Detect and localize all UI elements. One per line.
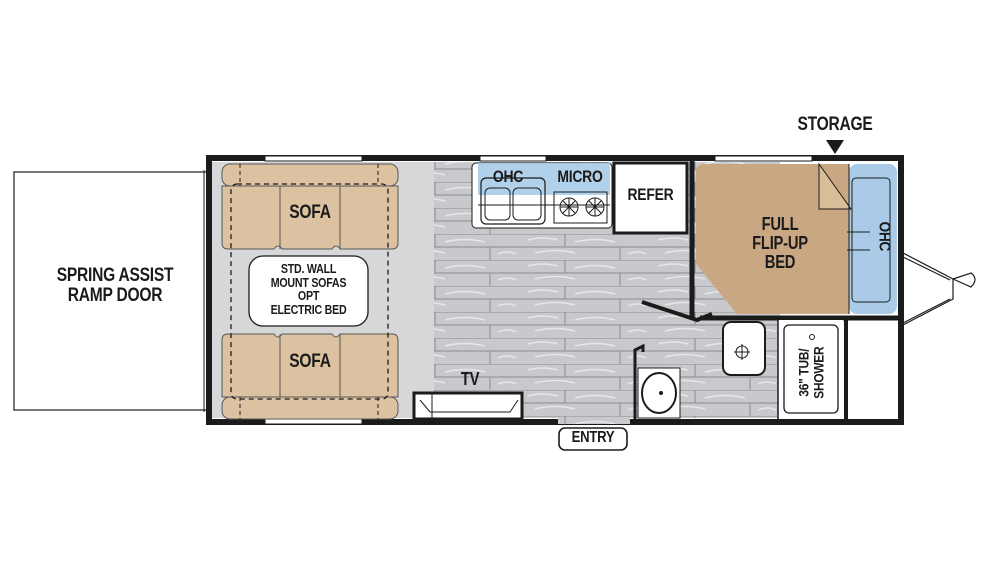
bed-label: FULL FLIP-UP BED [739,215,821,272]
refer-label: REFER [627,185,674,204]
microwave-label: MICRO [557,167,603,186]
ramp-door-line2: RAMP DOOR [67,284,163,306]
shower-line1: 36" TUB/ [795,348,812,397]
shower-label: 36" TUB/ SHOWER [795,334,826,411]
sofa-top-label: SOFA [289,202,331,223]
hitch [902,252,976,326]
ramp-door-line1: SPRING ASSIST [56,265,174,286]
sofa-top-shape [221,163,399,250]
ramp-door-label: SPRING ASSIST RAMP DOOR [45,266,184,306]
bedroom-ohc-label: OHC [875,221,893,252]
sofa-bottom-shape [221,333,399,420]
ramp-door [13,171,209,411]
bed-line3: BED [764,251,796,272]
bed-note-line2: MOUNT SOFAS [270,274,347,290]
shower-line2: SHOWER [810,346,826,399]
sofa-bottom-label: SOFA [289,351,331,372]
bed-note-label: STD. WALL MOUNT SOFAS OPT ELECTRIC BED [260,262,358,317]
bed-note-line3: OPT [297,288,320,304]
bed-note-line4: ELECTRIC BED [270,301,347,317]
tv-label: TV [460,369,480,389]
bed-line1: FULL [761,214,799,234]
kitchen-ohc-label: OHC [492,167,524,186]
entry-label: ENTRY [571,429,615,446]
bed-line2: FLIP-UP [752,232,808,253]
bed-note-line1: STD. WALL [280,261,337,276]
storage-label: STORAGE [797,114,873,135]
